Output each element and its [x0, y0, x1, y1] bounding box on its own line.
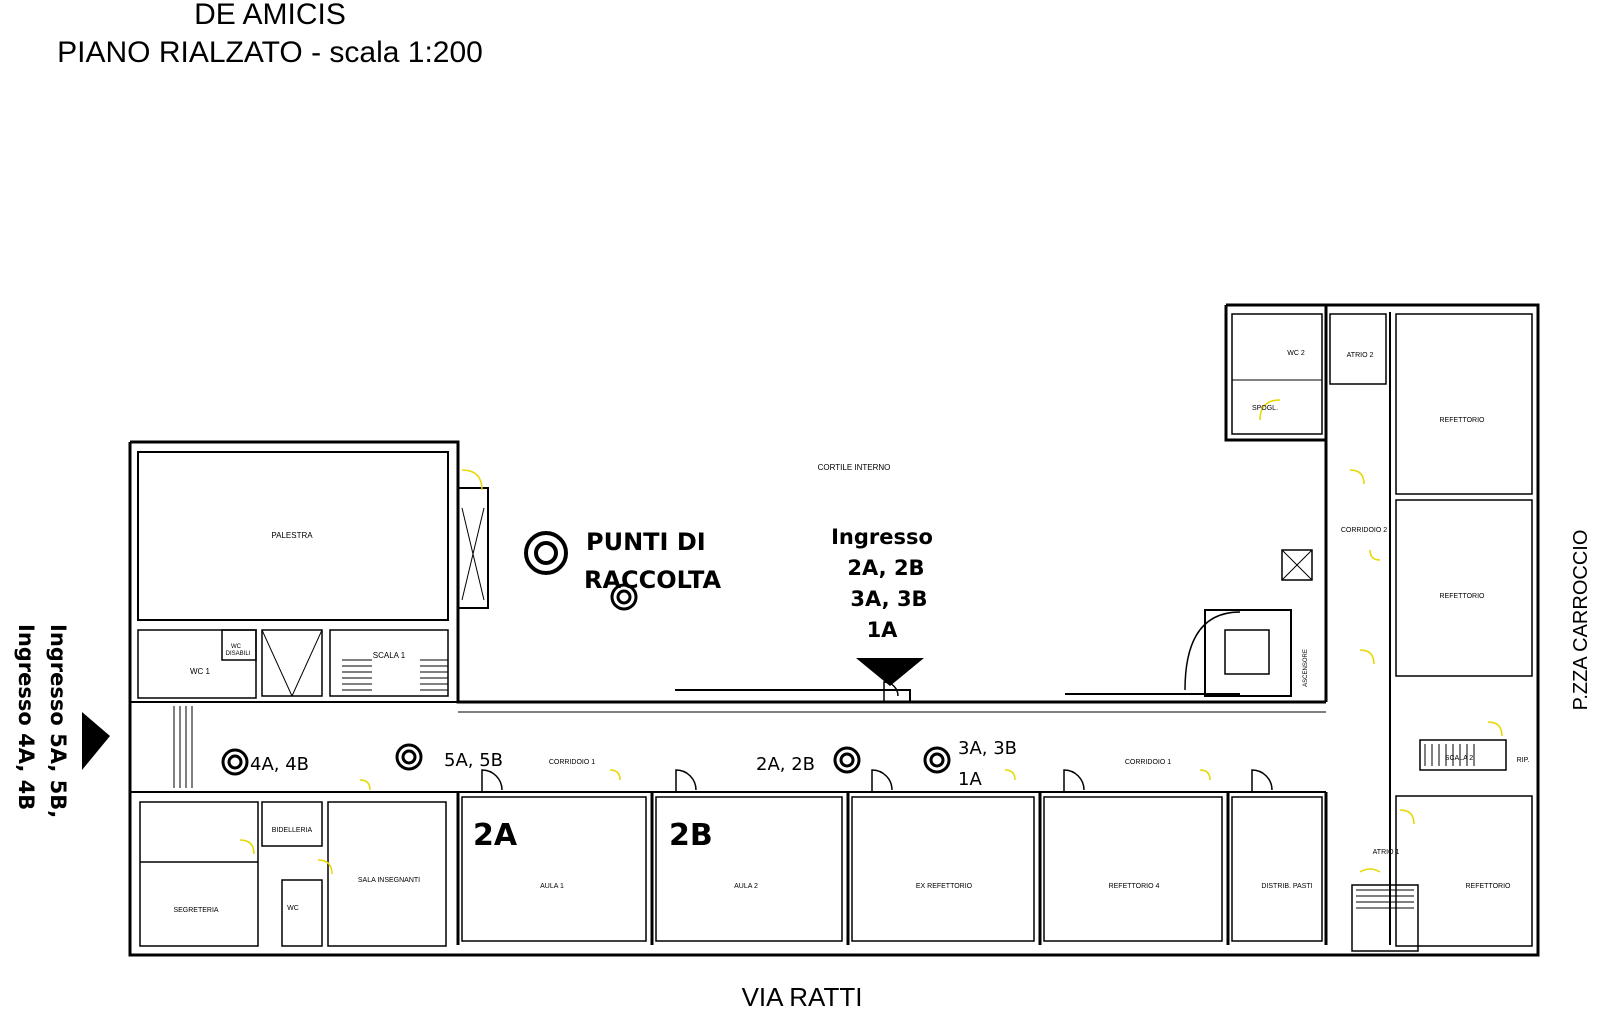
- room-corridoio1-b: CORRIDOIO 1: [1125, 759, 1171, 766]
- street-south: VIA RATTI: [742, 982, 863, 1009]
- room-aula1: AULA 1: [540, 883, 564, 890]
- room-wc: WC: [287, 905, 299, 912]
- room-atrio1: ATRIO 1: [1373, 849, 1400, 856]
- room-corridoio2: CORRIDOIO 2: [1341, 527, 1387, 534]
- plan-title: DE AMICIS: [194, 0, 346, 31]
- assembly-label-line2: RACCOLTA: [584, 566, 722, 594]
- assembly-point-icon: [524, 531, 568, 575]
- room-scala1: SCALA 1: [373, 651, 406, 660]
- courtyard-label: CORTILE INTERNO: [818, 463, 891, 472]
- room-segreteria: SEGRETERIA: [173, 907, 218, 914]
- room-wc-disabili-2: DISABILI: [226, 651, 251, 657]
- room-refettorio4: REFETTORIO 4: [1109, 883, 1160, 890]
- room-rip: RIP.: [1517, 757, 1530, 764]
- room-refettorio-a: REFETTORIO: [1440, 417, 1486, 424]
- assembly-point-icons: [221, 531, 951, 776]
- room-spogl: SPOGL.: [1252, 405, 1278, 412]
- class-2b-label: 2B: [669, 818, 713, 853]
- room-wc-disabili-1: WC: [231, 644, 242, 650]
- room-distrib-pasti: DISTRIB. PASTI: [1261, 883, 1312, 890]
- building-walls: [128, 303, 1540, 957]
- marker-4a-4b: 4A, 4B: [250, 754, 309, 775]
- room-wc1: WC 1: [190, 667, 211, 676]
- assembly-point-icon: [221, 748, 249, 776]
- west-entrance-line1: Ingresso 5A, 5B,: [46, 624, 70, 818]
- room-sala-insegnanti: SALA INSEGNANTI: [358, 877, 420, 884]
- west-entrance-arrow: [82, 712, 110, 770]
- room-atrio2: ATRIO 2: [1347, 352, 1374, 359]
- assembly-label-line1: PUNTI DI: [586, 528, 706, 556]
- room-wc2: WC 2: [1287, 350, 1305, 357]
- north-entrance-line1: Ingresso: [831, 525, 933, 549]
- marker-3a-3b: 3A, 3B: [958, 738, 1017, 759]
- assembly-point-icon: [923, 746, 951, 774]
- north-entrance-line3: 3A, 3B: [850, 587, 927, 611]
- assembly-point-icon: [833, 746, 861, 774]
- room-ex-refettorio: EX REFETTORIO: [916, 883, 973, 890]
- room-scala2: SCALA 2: [1445, 755, 1474, 762]
- marker-5a-5b: 5A, 5B: [444, 750, 503, 771]
- room-bidelleria: BIDELLERIA: [272, 827, 313, 834]
- assembly-point-icon: [395, 743, 423, 771]
- room-aula2: AULA 2: [734, 883, 758, 890]
- marker-1a: 1A: [958, 769, 982, 790]
- assembly-point-icon: [610, 583, 638, 611]
- marker-2a-2b: 2A, 2B: [756, 754, 815, 775]
- north-entrance-arrow: [856, 658, 924, 686]
- door-swings: [239, 399, 1503, 875]
- west-entrance-line2: Ingresso 4A, 4B: [14, 624, 38, 810]
- room-ascensore: ASCENSORE: [1303, 649, 1309, 687]
- room-refettorio-c: REFETTORIO: [1466, 883, 1512, 890]
- room-refettorio-b: REFETTORIO: [1440, 593, 1486, 600]
- stair-treads: [173, 659, 1475, 909]
- room-corridoio1-a: CORRIDOIO 1: [549, 759, 595, 766]
- north-entrance-line2: 2A, 2B: [847, 556, 924, 580]
- north-entrance-line4: 1A: [867, 618, 899, 642]
- classroom-doors: [481, 681, 1273, 792]
- street-east: P.ZZA CARROCCIO: [1570, 530, 1592, 711]
- class-2a-label: 2A: [473, 818, 518, 853]
- room-palestra: PALESTRA: [271, 531, 313, 540]
- plan-subtitle: PIANO RIALZATO - scala 1:200: [57, 36, 483, 69]
